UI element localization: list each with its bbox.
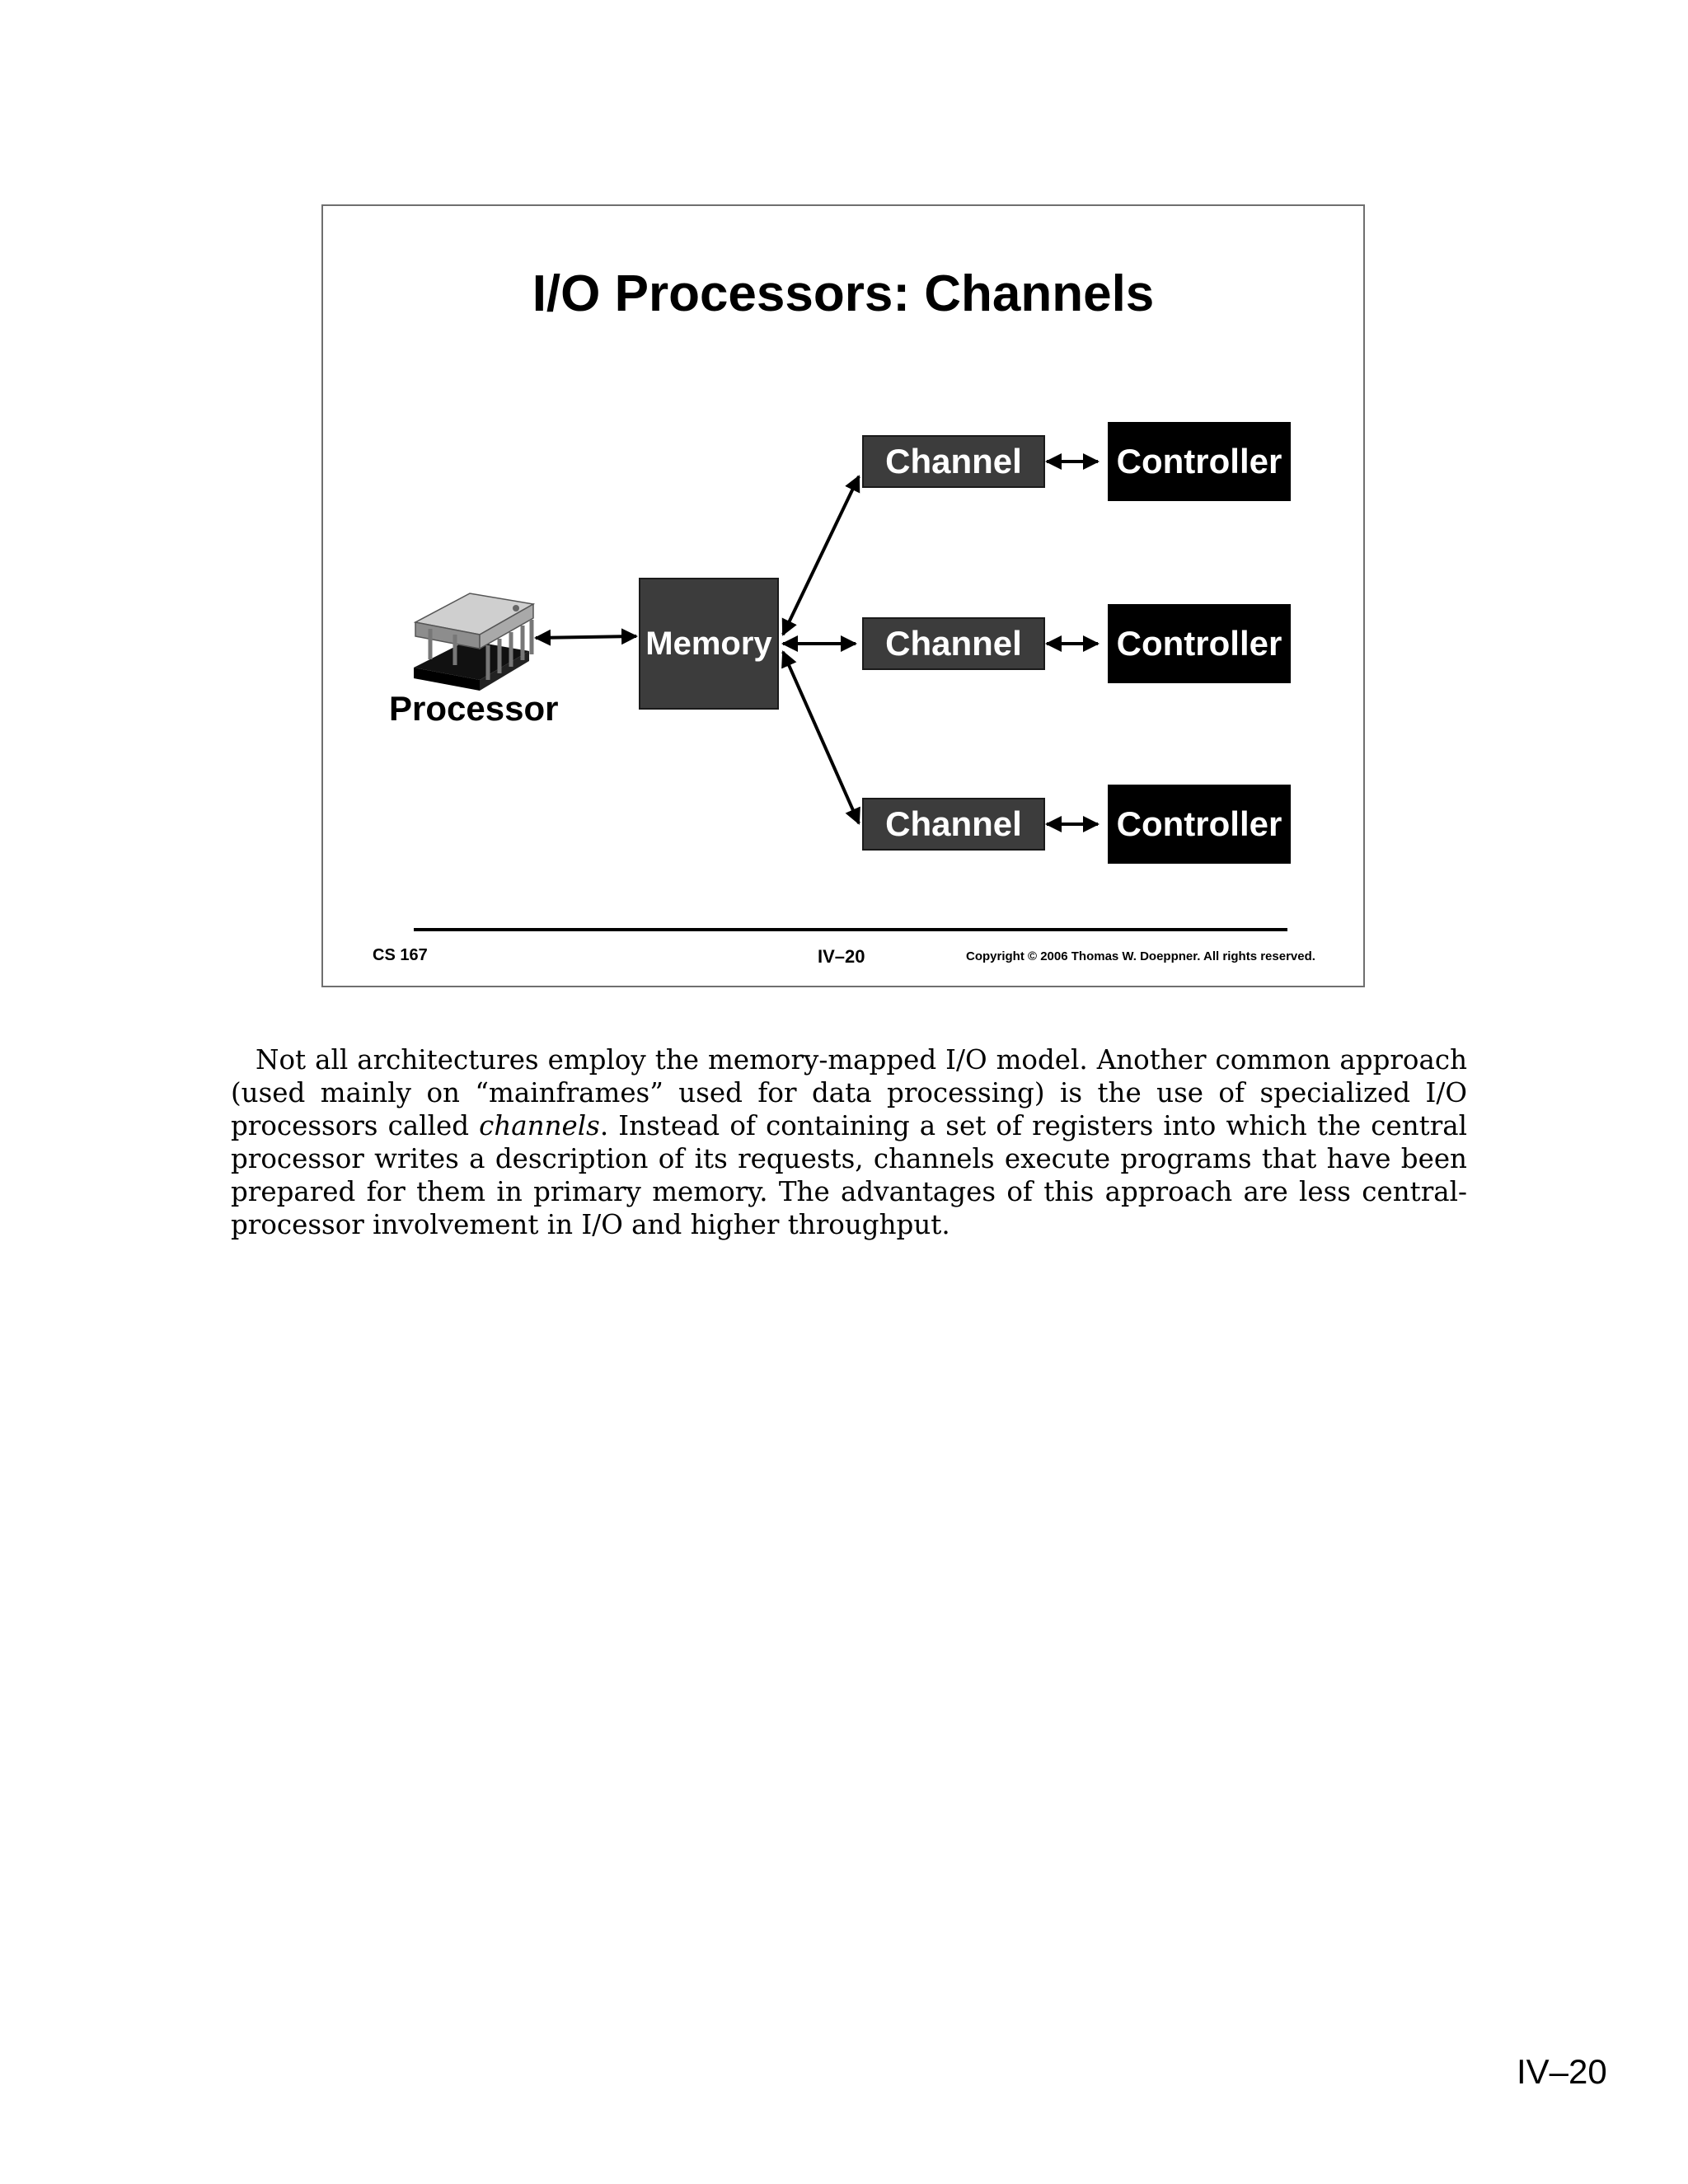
processor-chip-icon xyxy=(413,593,536,691)
notes-paragraph: Not all architectures employ the memory-… xyxy=(231,1043,1467,1241)
page-number: IV–20 xyxy=(1517,2052,1607,2091)
controller-box-3: Controller xyxy=(1108,785,1291,864)
channel-box-2: Channel xyxy=(862,617,1045,670)
slide-footer-course: CS 167 xyxy=(373,946,428,964)
processor-memory-arrow xyxy=(534,628,638,646)
slide-footer-number: IV–20 xyxy=(818,946,865,967)
slide: I/O Processors: Channels xyxy=(321,204,1365,987)
memory-channel-3-arrow xyxy=(781,650,860,825)
channels-diagram xyxy=(413,453,1100,832)
notes-text-end: . Instead of containing a set of registe… xyxy=(231,1110,1468,1240)
memory-box: Memory xyxy=(639,578,779,710)
slide-footer-rule xyxy=(414,928,1287,931)
slide-title: I/O Processors: Channels xyxy=(532,265,1155,322)
channel-box-1: Channel xyxy=(862,435,1045,488)
channel-box-3: Channel xyxy=(862,798,1045,851)
controller-box-1: Controller xyxy=(1108,422,1291,501)
slide-footer-copyright: Copyright © 2006 Thomas W. Doeppner. All… xyxy=(966,949,1315,963)
notes-term-channels: channels xyxy=(479,1110,600,1141)
controller-box-2: Controller xyxy=(1108,604,1291,683)
processor-label: Processor xyxy=(389,689,559,728)
memory-channel-1-arrow xyxy=(781,475,860,636)
notes-text-start: Not all architectures employ the memory-… xyxy=(231,1044,1467,1141)
